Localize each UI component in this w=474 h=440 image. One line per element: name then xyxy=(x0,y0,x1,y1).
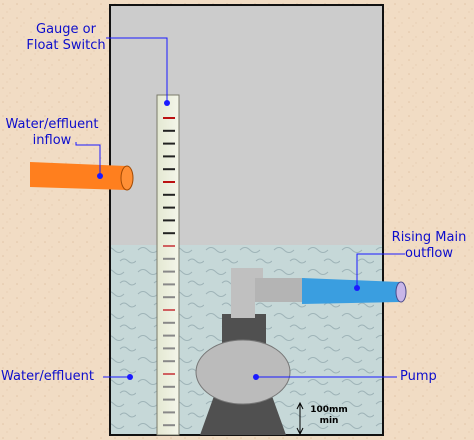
inflow-pipe xyxy=(30,162,134,191)
rising-main-label: Rising Main outflow xyxy=(384,230,474,262)
clearance-label: 100mm min xyxy=(306,405,352,427)
rising-leader-line xyxy=(356,253,405,288)
gauge-scale xyxy=(163,117,175,427)
gauge-leader-line xyxy=(106,37,168,103)
gauge-label-line2: Float Switch xyxy=(26,38,106,53)
gauge-label: Gauge or Float Switch xyxy=(18,22,114,54)
dimension-arrow xyxy=(296,401,304,436)
rising-main-label-line1: Rising Main xyxy=(391,230,467,245)
leader-dots xyxy=(97,100,360,380)
rising-main-pipe xyxy=(302,278,407,304)
pump-label: Pump xyxy=(400,369,437,384)
pump xyxy=(195,268,305,435)
leader-dot xyxy=(97,173,103,179)
inflow-label-line1: Water/effluent xyxy=(5,117,99,132)
pump-body xyxy=(195,339,291,405)
clearance-label-line2: min xyxy=(319,416,339,426)
inflow-label-line2: inflow xyxy=(32,133,72,148)
gauge-tube xyxy=(156,94,180,436)
leader-dot xyxy=(354,285,360,291)
clearance-label-line1: 100mm xyxy=(310,405,348,415)
leader-dot xyxy=(127,374,133,380)
inflow-leader-line xyxy=(75,142,101,176)
discharge-pipe xyxy=(255,278,305,302)
leader-lines xyxy=(75,37,405,378)
pump-base xyxy=(200,396,286,435)
inflow-label: Water/effluent inflow xyxy=(1,117,103,149)
pump-stand xyxy=(222,314,266,344)
leader-dot xyxy=(164,100,170,106)
gauge-label-line1: Gauge or xyxy=(36,22,96,37)
water-label: Water/effluent xyxy=(1,369,94,384)
tank-air-space xyxy=(110,5,383,245)
rising-main-label-line2: outflow xyxy=(404,246,454,261)
leader-dot xyxy=(253,374,259,380)
